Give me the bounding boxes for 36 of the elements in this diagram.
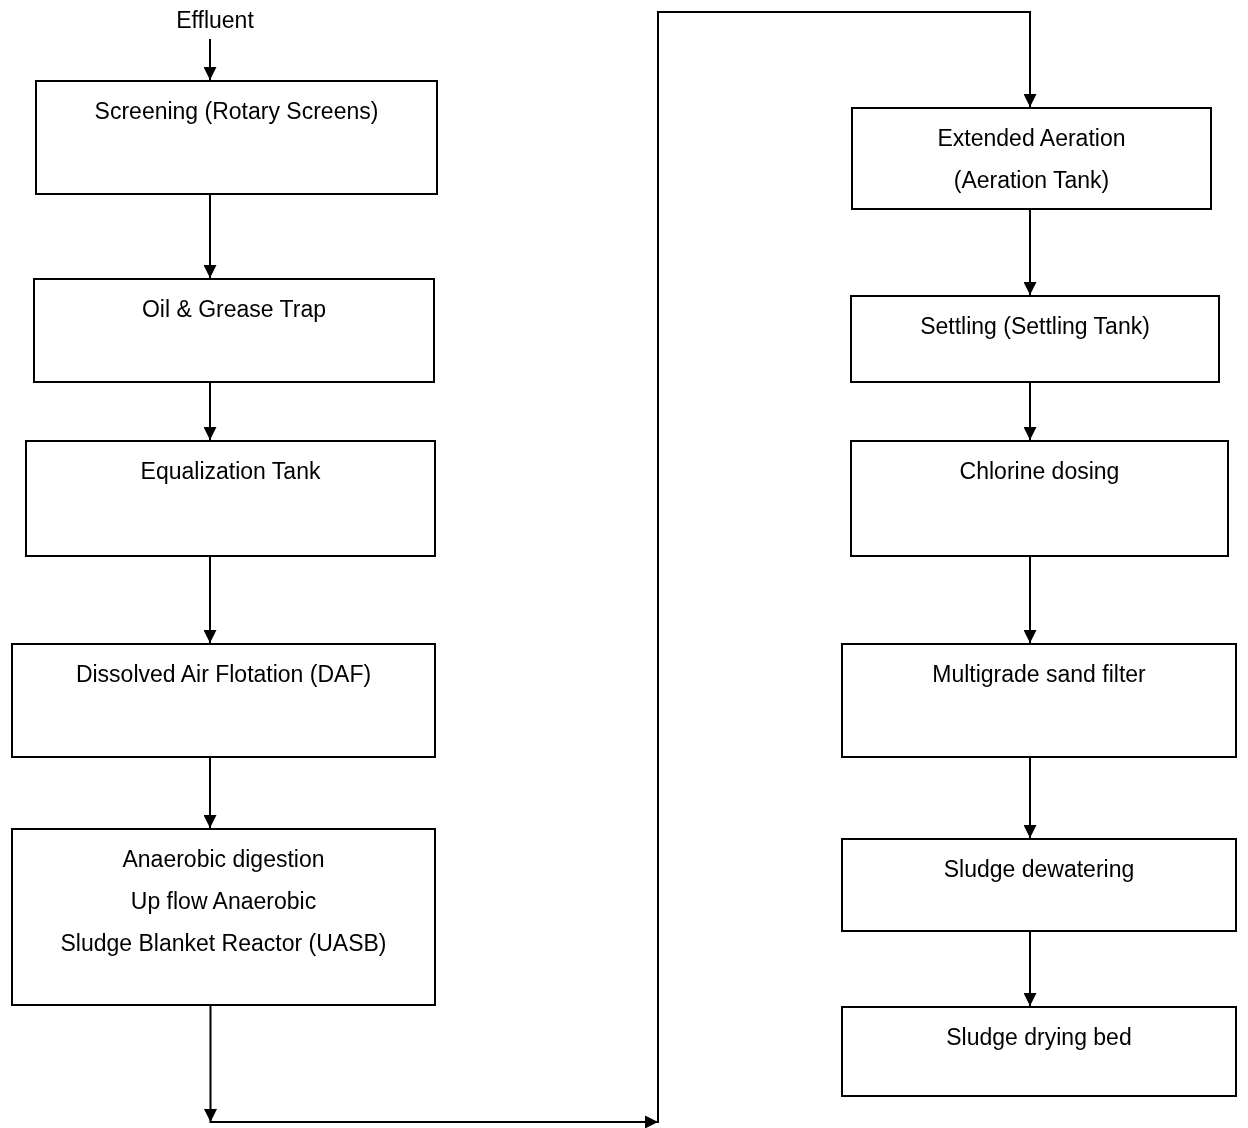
- arrow: [1023, 931, 1037, 1007]
- arrow: [203, 38, 217, 81]
- process-box: [35, 80, 438, 195]
- arrow: [203, 556, 217, 644]
- arrow: [1023, 209, 1037, 296]
- arrow: [203, 757, 217, 829]
- process-box: [11, 828, 436, 1006]
- arrow: [203, 382, 217, 441]
- process-label: Sludge drying bed: [945, 1023, 1133, 1052]
- process-box: [25, 440, 436, 557]
- flow-label: Effluent: [140, 1, 290, 39]
- arrow: [204, 11, 1037, 1128]
- process-label: Sludge dewatering: [942, 855, 1136, 884]
- process-label: Dissolved Air Flotation (DAF): [74, 660, 373, 689]
- process-label: Chlorine dosing: [958, 457, 1121, 486]
- process-label: Screening (Rotary Screens): [93, 97, 380, 126]
- process-label: Oil & Grease Trap: [140, 295, 328, 324]
- arrow: [203, 194, 217, 279]
- process-box: [841, 1006, 1237, 1097]
- process-box: [850, 440, 1229, 557]
- process-box: [33, 278, 435, 383]
- arrow: [1023, 556, 1037, 644]
- process-box: [851, 107, 1212, 210]
- process-box: [841, 643, 1237, 758]
- process-label: Settling (Settling Tank): [919, 312, 1151, 341]
- process-box: [841, 838, 1237, 932]
- process-box: [11, 643, 436, 758]
- process-label: Up flow Anaerobic: [129, 887, 318, 916]
- process-label: Equalization Tank: [139, 457, 322, 486]
- process-label: Sludge Blanket Reactor (UASB): [59, 929, 388, 958]
- process-box: [850, 295, 1220, 383]
- process-label: Anaerobic digestion: [121, 845, 326, 874]
- process-label: Multigrade sand filter: [931, 660, 1147, 689]
- arrow: [1023, 757, 1037, 839]
- process-label: Extended Aeration (Aeration Tank): [936, 124, 1127, 195]
- arrow: [1023, 382, 1037, 441]
